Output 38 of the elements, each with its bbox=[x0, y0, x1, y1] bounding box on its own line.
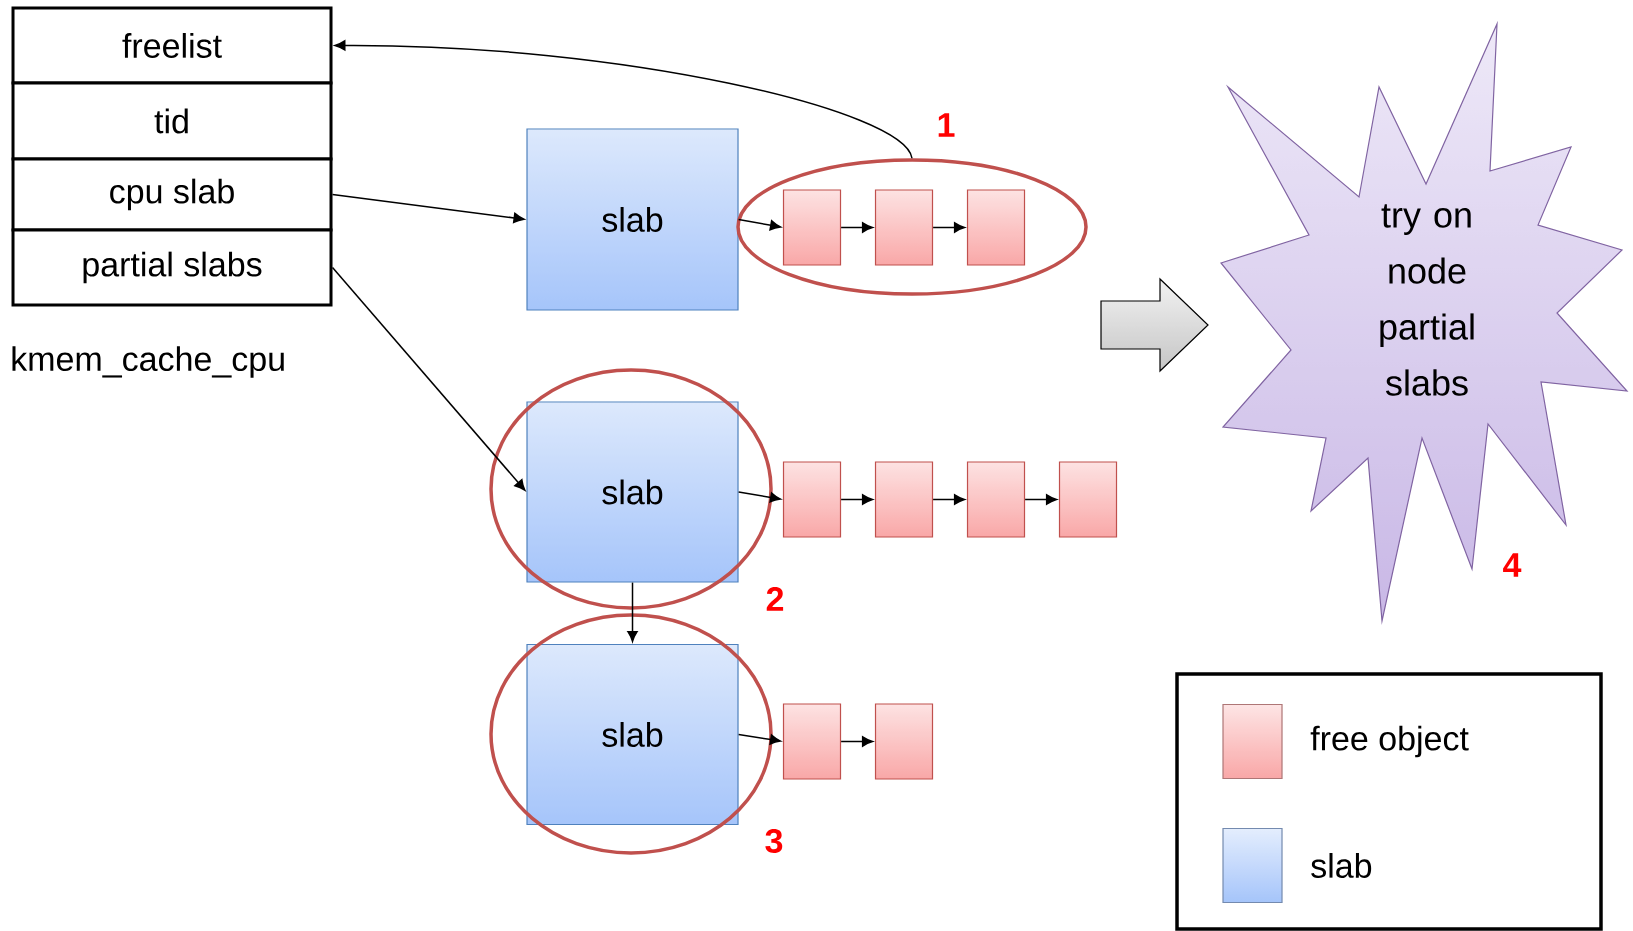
arrow bbox=[840, 494, 874, 505]
free-object-box bbox=[966, 189, 1026, 266]
free-object-box bbox=[782, 189, 842, 266]
free-object-box bbox=[874, 461, 934, 538]
callout-number: 1 bbox=[938, 113, 955, 137]
starburst-text: try on node partial slabs bbox=[1380, 204, 1474, 396]
callout-number: 2 bbox=[766, 587, 784, 611]
callout-number: 3 bbox=[765, 828, 783, 854]
arrow bbox=[737, 218, 782, 231]
arrow bbox=[331, 266, 526, 491]
free-object-box bbox=[874, 189, 934, 266]
arrow bbox=[932, 494, 966, 505]
slab-box: slab bbox=[526, 643, 739, 826]
arrow bbox=[1024, 494, 1058, 505]
free-object-box bbox=[782, 461, 842, 538]
table-cell: cpu slab bbox=[11, 157, 333, 232]
free-object-box bbox=[782, 703, 842, 780]
free-object-box bbox=[1058, 461, 1118, 538]
arrow bbox=[737, 733, 782, 745]
arrow bbox=[840, 736, 874, 747]
arrow bbox=[627, 581, 638, 643]
table-cell: freelist bbox=[11, 6, 333, 85]
ring bbox=[736, 158, 1088, 296]
legend-text: free object bbox=[1310, 725, 1469, 758]
struct-name: kmem_cache_cpu bbox=[12, 346, 284, 378]
arrow bbox=[840, 222, 874, 233]
free-object-box bbox=[966, 461, 1026, 538]
arrow bbox=[932, 222, 966, 233]
free-object-box bbox=[874, 703, 934, 780]
legend-text: slab bbox=[1311, 853, 1372, 878]
slab-box: slab bbox=[526, 401, 739, 583]
callout-number: 4 bbox=[1503, 553, 1522, 577]
arrow bbox=[331, 193, 525, 224]
table-cell: partial slabs bbox=[11, 228, 333, 307]
table-cell: tid bbox=[11, 81, 333, 161]
slab-box: slab bbox=[526, 128, 739, 311]
arrow bbox=[334, 40, 913, 159]
arrow bbox=[737, 491, 782, 503]
